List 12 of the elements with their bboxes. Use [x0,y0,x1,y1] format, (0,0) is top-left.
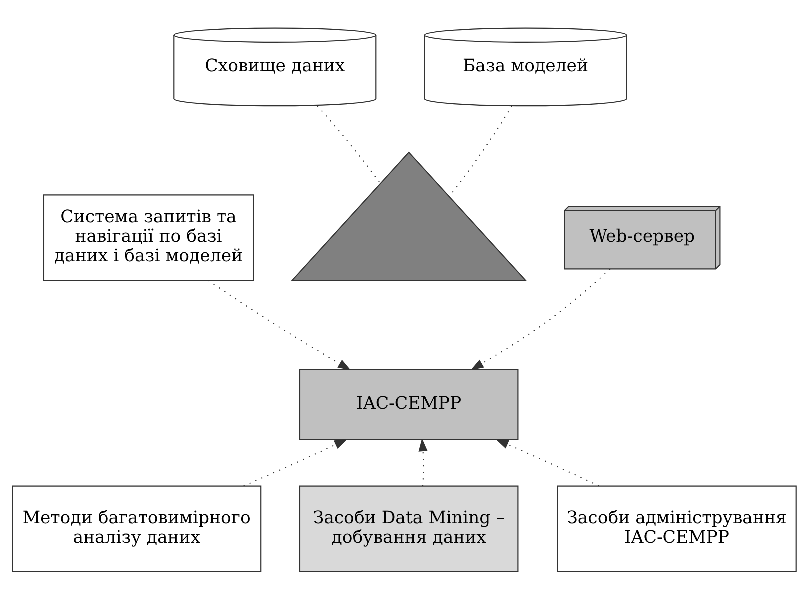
connector [317,106,382,184]
node-box: Методи багатовимірного аналізу даних [12,486,262,572]
arrow [244,439,348,487]
node-triangle [291,152,527,282]
node-box: Засоби Data Mining – добування даних [299,486,519,572]
node-box: Засоби адміністрування IAC-CEMPP [557,486,797,572]
node-box: Система запитів та навігації по базі даних і базі моделей [43,194,254,282]
arrow [470,268,611,370]
arrow [418,438,428,486]
node-box: IAC-CEMPP [299,369,519,440]
arrow [496,439,600,487]
arrow [208,280,352,370]
